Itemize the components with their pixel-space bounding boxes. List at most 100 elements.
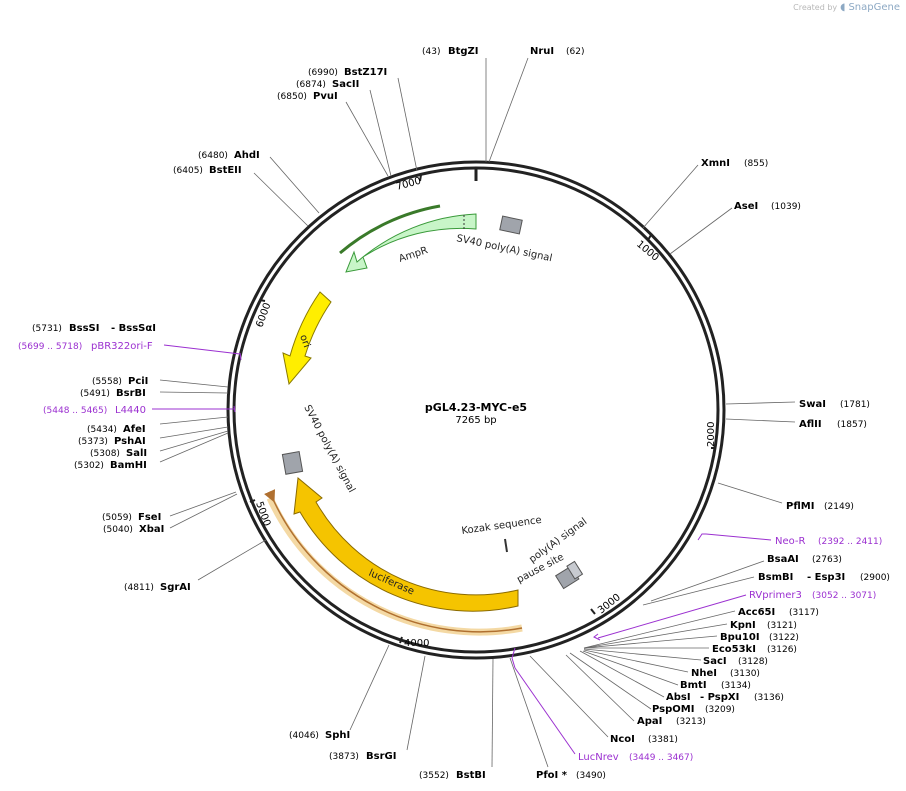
plasmid-length: 7265 bp bbox=[455, 415, 496, 426]
primer-labels: (5699 .. 5718) pBR322ori-F (5448 .. 5465… bbox=[18, 341, 882, 763]
site-name-nhei: NheI bbox=[691, 668, 717, 679]
site-name-bmti: BmtI bbox=[680, 680, 707, 691]
feature-label-kozak: Kozak sequence bbox=[461, 515, 542, 537]
site-pos-absi: (3136) bbox=[754, 693, 784, 703]
site-name-saci: SacI bbox=[703, 656, 727, 667]
site-name-bstz17i: BstZ17I bbox=[344, 67, 387, 78]
site-name-xbai: XbaI bbox=[139, 524, 164, 535]
feature-label-sv40-top: SV40 poly(A) signal bbox=[455, 233, 553, 264]
restriction-site-labels: (43) BtgZI NruI (62) (6990) BstZ17I (687… bbox=[32, 46, 890, 781]
site-pos-bamhi: (5302) bbox=[74, 461, 104, 471]
site-pos-bmti: (3134) bbox=[721, 681, 751, 691]
site-pos-ahdi: (6480) bbox=[198, 151, 228, 161]
site-pos-bsmbi: (2900) bbox=[860, 573, 890, 583]
primer-name-rvprimer3: RVprimer3 bbox=[749, 590, 802, 601]
ruler-ticks bbox=[249, 174, 716, 644]
primer-pos-lucnrev: (3449 .. 3467) bbox=[629, 753, 693, 763]
primer-name-pbr322ori-f: pBR322ori-F bbox=[91, 341, 153, 352]
site-pos-btgzi: (43) bbox=[422, 47, 440, 57]
site-name-absi: AbsI bbox=[666, 692, 691, 703]
site-pos-acc65i: (3117) bbox=[789, 608, 819, 618]
site-name-pflmi: PflMI bbox=[786, 501, 814, 512]
site-pos-bsrgi: (3873) bbox=[329, 752, 359, 762]
site-leader-lines bbox=[159, 57, 796, 768]
feature-label-ampr: AmpR bbox=[398, 245, 430, 265]
site-name-xmni: XmnI bbox=[701, 158, 730, 169]
site-name-bsteii: BstEII bbox=[209, 165, 242, 176]
tick-label-1000: 1000 bbox=[634, 239, 661, 264]
pause-box bbox=[566, 560, 584, 580]
site-name-bsaai: BsaAI bbox=[767, 554, 799, 565]
site-pos-pfoi: (3490) bbox=[576, 771, 606, 781]
credit-prefix: Created by bbox=[793, 3, 838, 12]
site-name-sgrai: SgrAI bbox=[160, 582, 191, 593]
features bbox=[264, 204, 584, 636]
ampr-inner-arrow bbox=[339, 204, 441, 255]
site-name-pshai: PshAI bbox=[114, 436, 146, 447]
primer-lines bbox=[152, 344, 772, 755]
site-pos-bsssi: (5731) bbox=[32, 324, 62, 334]
tick-label-2000: 2000 bbox=[706, 422, 717, 447]
site-name-bsmbi: BsmBI bbox=[758, 572, 793, 583]
site-name-pvui: PvuI bbox=[313, 91, 338, 102]
site-pos-fsei: (5059) bbox=[102, 513, 132, 523]
site-pos-bstz17i: (6990) bbox=[308, 68, 338, 78]
luciferase-line bbox=[264, 489, 523, 633]
site-name-bsssi: BssSI bbox=[69, 323, 99, 334]
feature-label-ori: ori bbox=[297, 333, 312, 349]
site-pos-afei: (5434) bbox=[87, 425, 117, 435]
sv40-polya-box-top bbox=[499, 215, 523, 235]
backbone-outer-ring bbox=[226, 160, 726, 660]
site-pos-xbai: (5040) bbox=[103, 525, 133, 535]
site-name-ahdi: AhdI bbox=[234, 150, 260, 161]
site-pos-apai: (3213) bbox=[676, 717, 706, 727]
site-name-bamhi: BamHI bbox=[110, 460, 147, 471]
site-pos-pshai: (5373) bbox=[78, 437, 108, 447]
site-name-afei: AfeI bbox=[123, 424, 146, 435]
site-name-fsei: FseI bbox=[138, 512, 161, 523]
site-pos-swai: (1781) bbox=[840, 400, 870, 410]
primer-pos-neo-r: (2392 .. 2411) bbox=[818, 537, 882, 547]
ori-feature bbox=[282, 291, 332, 386]
site-name-swai: SwaI bbox=[799, 399, 826, 410]
site-pos-bsaai: (2763) bbox=[812, 555, 842, 565]
site-pos-bstbi: (3552) bbox=[419, 771, 449, 781]
site-pos-pspomi: (3209) bbox=[705, 705, 735, 715]
site-name-btgzi: BtgZI bbox=[448, 46, 479, 57]
primer-pos-l4440: (5448 .. 5465) bbox=[43, 406, 107, 416]
feature-label-sv40-left: SV40 poly(A) signal bbox=[301, 403, 357, 494]
site-pos-sgrai: (4811) bbox=[124, 583, 154, 593]
site-name-pspxi: - PspXI bbox=[700, 692, 739, 703]
site-name-esp3i: - Esp3I bbox=[807, 572, 845, 583]
site-pos-pvui: (6850) bbox=[277, 92, 307, 102]
primer-pos-pbr322ori-f: (5699 .. 5718) bbox=[18, 342, 82, 352]
site-name-bsrbi: BsrBI bbox=[116, 388, 146, 399]
site-name-apai: ApaI bbox=[637, 716, 662, 727]
luciferase-feature bbox=[293, 477, 519, 612]
site-pos-bsrbi: (5491) bbox=[80, 389, 110, 399]
site-pos-xmni: (855) bbox=[744, 159, 768, 169]
site-pos-eco53ki: (3126) bbox=[767, 645, 797, 655]
site-name-bpu10i: Bpu10I bbox=[720, 632, 760, 643]
site-name-pcii: PciI bbox=[128, 376, 148, 387]
site-pos-nhei: (3130) bbox=[730, 669, 760, 679]
site-pos-sali: (5308) bbox=[90, 449, 120, 459]
site-name-pspomi: PspOMI bbox=[652, 704, 694, 715]
site-pos-nrui: (62) bbox=[566, 47, 584, 57]
site-name-bsrgi: BsrGI bbox=[366, 751, 396, 762]
site-name-pfoi: PfoI * bbox=[536, 770, 568, 781]
primer-name-neo-r: Neo-R bbox=[775, 536, 806, 547]
site-name-bsssai: - BssSαI bbox=[111, 323, 156, 334]
site-name-kpni: KpnI bbox=[730, 620, 756, 631]
site-name-asei: AseI bbox=[734, 201, 758, 212]
site-name-sali: SalI bbox=[126, 448, 147, 459]
site-name-nrui: NruI bbox=[530, 46, 554, 57]
sv40-polya-box-left bbox=[281, 451, 304, 475]
snapgene-logo-icon: ◖ bbox=[840, 2, 846, 13]
kozak-marker bbox=[504, 538, 508, 553]
primer-pos-rvprimer3: (3052 .. 3071) bbox=[812, 591, 876, 601]
site-name-bstbi: BstBI bbox=[456, 770, 486, 781]
credit-brand: SnapGene bbox=[848, 2, 900, 13]
site-name-ncoi: NcoI bbox=[610, 734, 635, 745]
